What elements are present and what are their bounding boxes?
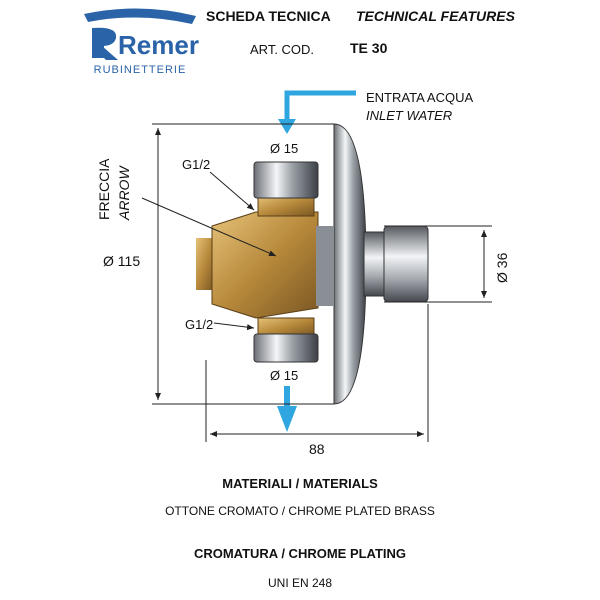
brand-name: Remer	[118, 30, 199, 60]
thread-top-label: G1/2	[182, 157, 211, 172]
outlet-flow-arrow	[277, 386, 297, 432]
plating-value: UNI EN 248	[267, 576, 333, 590]
dia-button-label: Ø 36	[494, 252, 510, 283]
remer-logo-icon: Remer	[84, 8, 199, 60]
plating-heading: CROMATURA / CHROME PLATING	[193, 546, 407, 561]
dia-body-label: Ø 115	[103, 253, 141, 269]
length-label: 88	[309, 441, 325, 457]
inlet-label-english: INLET WATER	[366, 108, 453, 123]
inlet-flow-arrow	[278, 90, 356, 134]
brand-logo: Remer RUBINETTERIE	[80, 4, 200, 80]
top-fitting	[253, 161, 319, 199]
dia-top-label: Ø 15	[270, 141, 299, 156]
materials-value: OTTONE CROMATO / CHROME PLATED BRASS	[165, 504, 435, 518]
materials-heading: MATERIALI / MATERIALS	[222, 476, 378, 491]
push-button	[383, 225, 429, 303]
arrow-label-english: ARROW	[116, 166, 132, 220]
top-nut	[257, 195, 315, 217]
valve-body	[196, 238, 214, 290]
dimension-36	[384, 225, 492, 303]
title-english: TECHNICAL FEATURES	[356, 8, 515, 24]
inlet-label-italian: ENTRATA ACQUA	[366, 90, 474, 105]
bottom-fitting	[253, 333, 319, 363]
thread-bottom-label: G1/2	[185, 317, 214, 332]
wall-plate	[333, 123, 367, 405]
button-collar	[363, 231, 387, 297]
dimension-115	[152, 123, 334, 405]
arrow-label-italian: FRECCIA	[96, 158, 112, 220]
dia-bottom-label: Ø 15	[270, 368, 299, 383]
valve-spindle	[316, 226, 334, 306]
leader-lines	[141, 171, 277, 331]
valve-body-main	[211, 211, 319, 319]
dimension-88	[205, 304, 429, 442]
brand-subtitle: RUBINETTERIE	[93, 64, 187, 76]
title-italian: SCHEDA TECNICA	[206, 8, 331, 24]
bottom-nut	[257, 317, 315, 337]
code-value: TE 30	[350, 40, 388, 56]
code-label: ART. COD.	[250, 42, 315, 57]
